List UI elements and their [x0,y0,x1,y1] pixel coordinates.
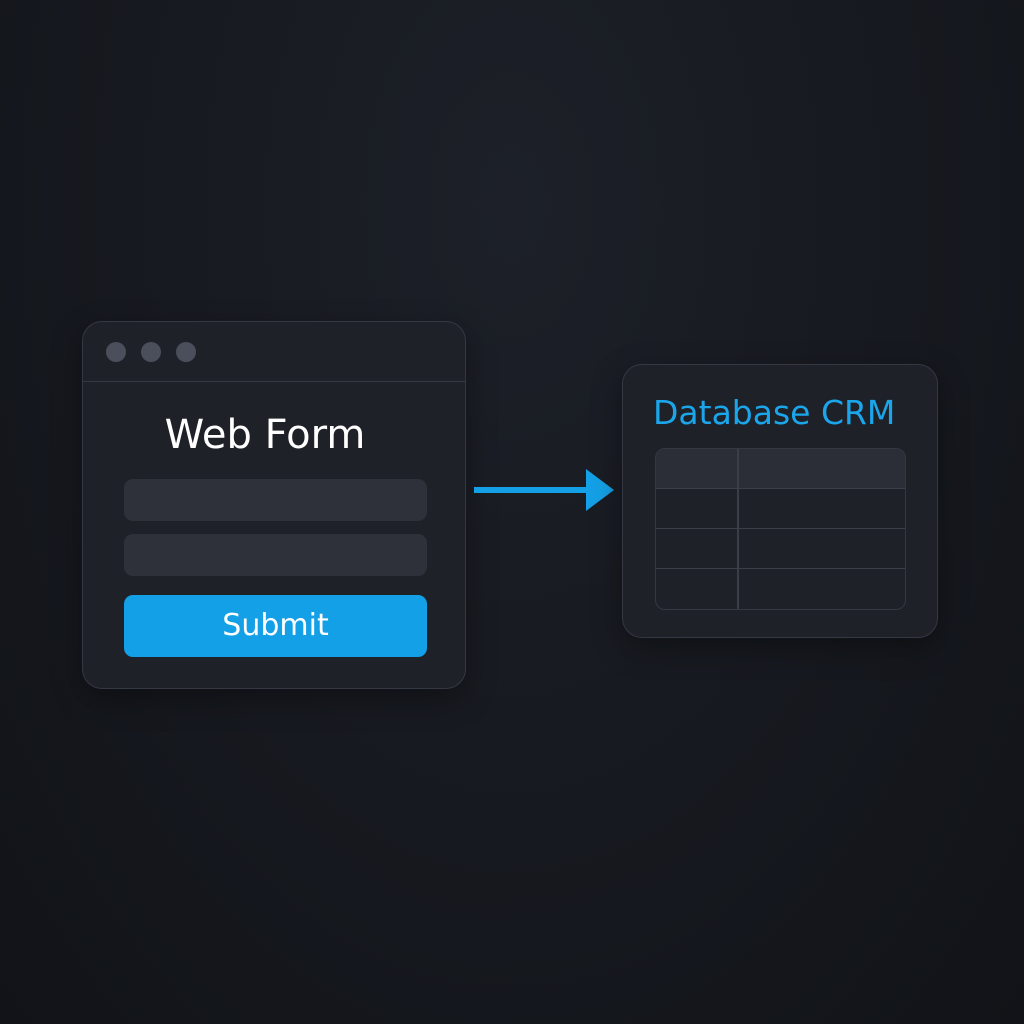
database-crm-panel: Database CRM [622,364,938,638]
window-dot-icon [106,342,126,362]
database-crm-title: Database CRM [653,393,896,432]
crm-table [655,448,906,610]
crm-table-row-divider [656,488,905,489]
window-titlebar [83,322,465,382]
web-form-title: Web Form [164,412,366,458]
form-field-2[interactable] [124,534,427,576]
crm-table-row-divider [656,528,905,529]
web-form-window: Web Form Submit [82,321,466,689]
arrow-right-icon [474,469,614,511]
arrow-head [586,469,614,511]
form-field-1[interactable] [124,479,427,521]
crm-table-column-divider [737,449,739,609]
submit-button[interactable]: Submit [124,595,427,657]
crm-table-row-divider [656,568,905,569]
crm-table-header-row [656,449,905,488]
arrow-shaft [474,487,588,493]
window-dot-icon [141,342,161,362]
window-dot-icon [176,342,196,362]
